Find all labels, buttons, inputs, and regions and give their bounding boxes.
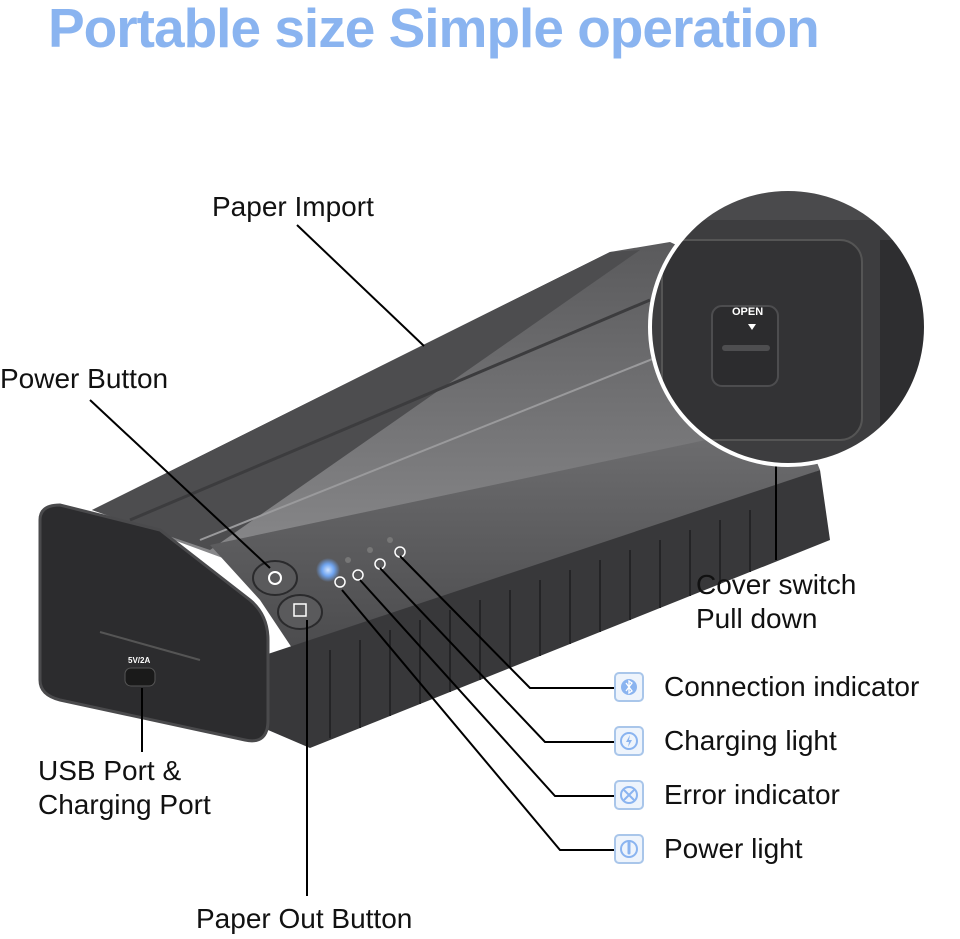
lightning-icon [614,726,644,756]
page-title: Portable size Simple operation [48,0,820,59]
label-paper-import: Paper Import [212,191,374,222]
open-switch-label: OPEN [732,306,764,318]
label-usb-line1: USB Port & [38,755,182,786]
label-usb-port: USB Port & Charging Port [38,754,211,822]
label-power-button: Power Button [0,363,169,394]
legend-charging-light: Charging light [614,725,837,757]
bluetooth-icon [614,672,644,702]
legend-power-light: Power light [614,833,803,865]
power-icon [614,834,644,864]
error-x-icon [614,780,644,810]
usb-rating-label: 5V/2A [128,656,151,665]
legend-label: Connection indicator [664,671,920,702]
label-usb-line2: Charging Port [38,789,211,820]
legend-error-indicator: Error indicator [614,779,840,811]
legend-connection-indicator: Connection indicator [614,671,919,703]
label-cover-switch-line2: Pull down [696,603,818,634]
legend-label: Error indicator [664,779,840,810]
legend-label: Power light [664,833,803,864]
label-cover-switch-line1: Cover switch [696,569,857,600]
label-paper-out-button: Paper Out Button [196,903,413,934]
legend-label: Charging light [664,725,837,756]
label-cover-switch: Cover switch Pull down [696,568,856,636]
